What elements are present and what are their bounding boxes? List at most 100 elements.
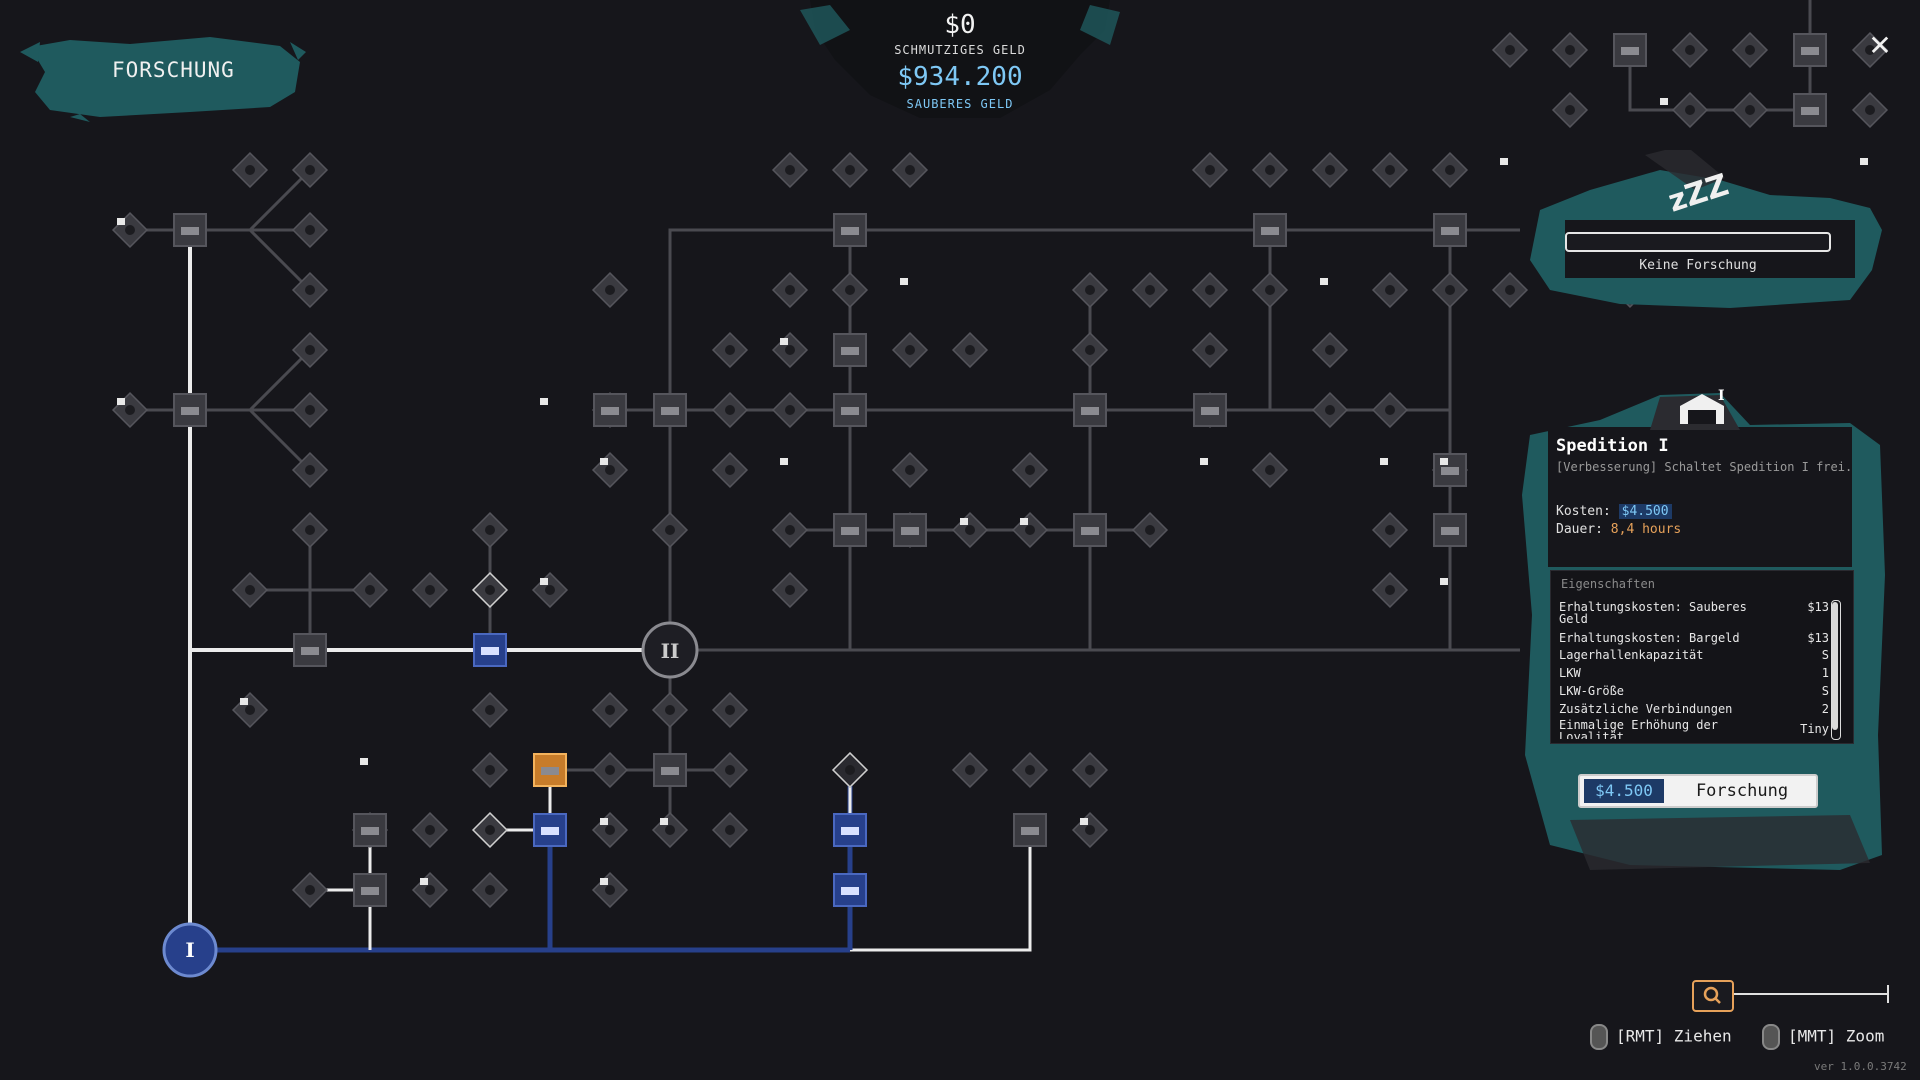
research-node[interactable]: [1131, 511, 1169, 549]
research-node[interactable]: [891, 331, 929, 369]
research-node[interactable]: [1551, 91, 1589, 129]
research-node[interactable]: [291, 451, 329, 489]
research-node[interactable]: [951, 511, 989, 549]
research-node[interactable]: [1071, 811, 1109, 849]
research-node[interactable]: [473, 633, 507, 667]
research-node[interactable]: [831, 751, 869, 789]
zoom-slider-handle[interactable]: [1692, 980, 1734, 1012]
research-node[interactable]: [771, 391, 809, 429]
research-node[interactable]: [711, 811, 749, 849]
research-node[interactable]: [653, 393, 687, 427]
research-node[interactable]: [1253, 213, 1287, 247]
research-node[interactable]: [591, 871, 629, 909]
research-node[interactable]: [1613, 33, 1647, 67]
research-node[interactable]: [1371, 271, 1409, 309]
research-node[interactable]: [1073, 393, 1107, 427]
research-node[interactable]: [593, 393, 627, 427]
properties-scrollbar[interactable]: [1831, 600, 1841, 740]
research-node[interactable]: [711, 451, 749, 489]
research-node[interactable]: [651, 511, 689, 549]
research-node[interactable]: [533, 753, 567, 787]
research-node[interactable]: [291, 331, 329, 369]
research-node[interactable]: [1251, 451, 1289, 489]
research-node[interactable]: [653, 753, 687, 787]
research-node[interactable]: [1491, 271, 1529, 309]
research-node[interactable]: [231, 691, 269, 729]
research-node[interactable]: [771, 331, 809, 369]
research-node[interactable]: [1433, 513, 1467, 547]
research-node[interactable]: [591, 811, 629, 849]
research-node[interactable]: [1371, 391, 1409, 429]
research-node[interactable]: [1191, 271, 1229, 309]
research-node[interactable]: [651, 691, 689, 729]
research-node[interactable]: [231, 571, 269, 609]
research-node[interactable]: [1311, 391, 1349, 429]
research-node[interactable]: [411, 871, 449, 909]
research-node[interactable]: [891, 151, 929, 189]
research-node[interactable]: [1731, 91, 1769, 129]
research-node[interactable]: [711, 391, 749, 429]
research-node[interactable]: [351, 571, 389, 609]
research-node[interactable]: [471, 871, 509, 909]
research-node[interactable]: [533, 813, 567, 847]
research-node[interactable]: [1191, 331, 1229, 369]
research-node[interactable]: [471, 571, 509, 609]
research-node[interactable]: [411, 811, 449, 849]
research-node[interactable]: [1433, 453, 1467, 487]
research-node[interactable]: [831, 271, 869, 309]
research-node[interactable]: [1793, 93, 1827, 127]
research-node[interactable]: [1371, 151, 1409, 189]
research-node[interactable]: [353, 873, 387, 907]
research-node[interactable]: [1071, 751, 1109, 789]
research-node[interactable]: [1071, 331, 1109, 369]
research-node[interactable]: [1193, 393, 1227, 427]
research-node[interactable]: [591, 751, 629, 789]
properties-scroll-thumb[interactable]: [1832, 602, 1838, 730]
research-node[interactable]: [591, 271, 629, 309]
research-node[interactable]: [291, 511, 329, 549]
research-node[interactable]: [711, 751, 749, 789]
research-node[interactable]: [1371, 571, 1409, 609]
research-node[interactable]: [1311, 331, 1349, 369]
research-node[interactable]: [891, 451, 929, 489]
research-node[interactable]: [1671, 31, 1709, 69]
research-node[interactable]: [1311, 151, 1349, 189]
research-node[interactable]: [951, 751, 989, 789]
research-node[interactable]: [173, 213, 207, 247]
research-node[interactable]: [771, 151, 809, 189]
research-node[interactable]: [833, 393, 867, 427]
research-node[interactable]: [893, 513, 927, 547]
research-node[interactable]: [1251, 271, 1289, 309]
tier-marker-1[interactable]: I: [162, 922, 218, 978]
research-node[interactable]: [1433, 213, 1467, 247]
research-node[interactable]: [1371, 511, 1409, 549]
research-node[interactable]: [1011, 511, 1049, 549]
research-node[interactable]: [711, 691, 749, 729]
research-node[interactable]: [1071, 271, 1109, 309]
research-node[interactable]: [833, 873, 867, 907]
close-button[interactable]: ✕: [1862, 28, 1898, 64]
research-node[interactable]: [1671, 91, 1709, 129]
research-node[interactable]: [591, 451, 629, 489]
tier-marker-2[interactable]: II: [641, 621, 699, 679]
research-node[interactable]: [1731, 31, 1769, 69]
research-node[interactable]: [291, 211, 329, 249]
research-node[interactable]: [291, 271, 329, 309]
research-node[interactable]: [1851, 91, 1889, 129]
research-node[interactable]: [471, 511, 509, 549]
research-node[interactable]: [353, 813, 387, 847]
research-node[interactable]: [291, 871, 329, 909]
research-node[interactable]: [1851, 31, 1889, 69]
research-node[interactable]: [771, 571, 809, 609]
research-node[interactable]: [231, 151, 269, 189]
properties-box[interactable]: Eigenschaften Erhaltungskosten: Sauberes…: [1550, 570, 1854, 744]
research-node[interactable]: [831, 151, 869, 189]
research-node[interactable]: [833, 513, 867, 547]
research-node[interactable]: [471, 751, 509, 789]
research-node[interactable]: [591, 691, 629, 729]
research-node[interactable]: [291, 391, 329, 429]
research-node[interactable]: [173, 393, 207, 427]
research-node[interactable]: [833, 333, 867, 367]
research-node[interactable]: [711, 331, 749, 369]
research-node[interactable]: [1011, 751, 1049, 789]
